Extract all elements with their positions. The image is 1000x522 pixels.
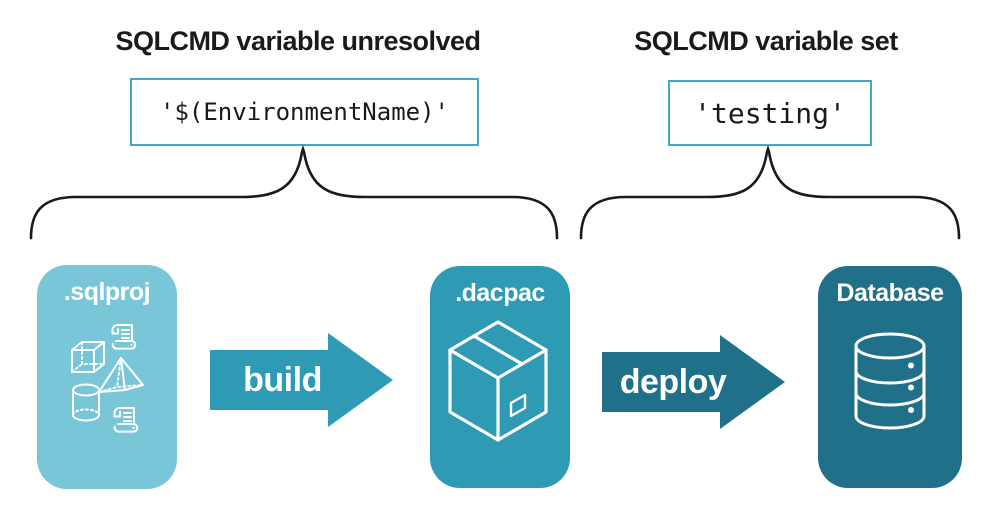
- heading-set: SQLCMD variable set: [634, 26, 898, 56]
- package-icon: [448, 320, 548, 442]
- cube-icon: [71, 341, 105, 373]
- code-text-unresolved: '$(EnvironmentName)': [160, 98, 449, 126]
- brace-right: [579, 144, 961, 240]
- build-arrow-shape: [210, 333, 393, 427]
- heading-unresolved: SQLCMD variable unresolved: [115, 26, 481, 56]
- cylinder-icon: [72, 383, 100, 422]
- node-sqlproj: .sqlproj: [37, 265, 177, 489]
- code-box-unresolved: '$(EnvironmentName)': [130, 78, 479, 146]
- node-sqlproj-label: .sqlproj: [63, 278, 151, 306]
- database-icon: [854, 332, 926, 430]
- build-arrow-label: build: [243, 361, 322, 399]
- node-database: Database: [818, 266, 962, 488]
- deploy-arrow-shape: [602, 335, 785, 429]
- brace-left: [29, 144, 559, 240]
- pyramid-icon: [98, 357, 144, 393]
- build-arrow: [210, 333, 393, 427]
- scroll-icon: [111, 324, 137, 350]
- code-text-set: 'testing': [694, 96, 846, 130]
- sql-objects-icon: [71, 324, 144, 433]
- braces-graphic: [29, 144, 961, 240]
- deploy-arrow: [602, 335, 785, 429]
- code-box-set: 'testing': [668, 80, 872, 146]
- deploy-arrow-label: deploy: [619, 363, 727, 401]
- scroll-icon: [113, 407, 139, 433]
- node-database-label: Database: [836, 279, 944, 307]
- node-dacpac-label: .dacpac: [455, 279, 545, 307]
